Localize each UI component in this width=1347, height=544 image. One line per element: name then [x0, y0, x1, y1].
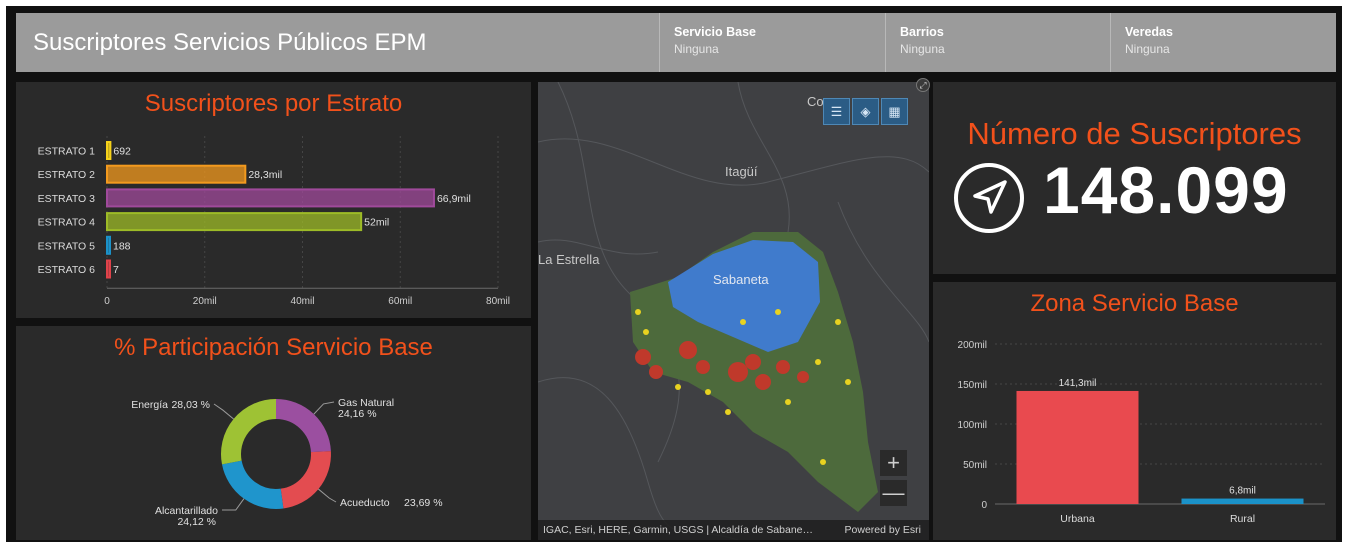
y-category-label: ESTRATO 2 [38, 169, 96, 181]
selector-barrios[interactable]: Barrios Ninguna [885, 13, 1110, 72]
bar-data-label: 28,3mil [248, 169, 282, 181]
slice-label: Energía [131, 399, 168, 411]
estrato-chart-panel: Suscriptores por Estrato 0 20mil 40mil 60mi… [16, 82, 531, 318]
legend-icon[interactable]: ☰ [823, 98, 850, 125]
bar [106, 141, 112, 160]
y-category-label: ESTRATO 3 [38, 193, 96, 205]
x-category-label: Urbana [1060, 513, 1095, 525]
bar-data-label: 6,8mil [1229, 486, 1256, 497]
basemap-gallery-icon[interactable]: ▦ [881, 98, 908, 125]
slice-leader-line [221, 498, 245, 511]
y-tick-label: 150mil [958, 380, 987, 391]
estrato-bar-chart: 0 20mil 40mil 60mil 80mil ESTRATO 1 692ESTRATO… [38, 136, 510, 307]
map-place-label: Itagüí [725, 164, 758, 179]
slice-leader-line [313, 401, 335, 415]
attribution-text: IGAC, Esri, HERE, Garmin, USGS | Alcaldí… [543, 524, 813, 536]
bar-data-label: 141,3mil [1059, 378, 1097, 389]
zona-chart-panel: Zona Servicio Base 0 50mil 100mil 150mil 200… [933, 282, 1336, 540]
y-tick-label: 200mil [958, 340, 987, 351]
x-category-label: Rural [1230, 513, 1255, 525]
donut-slice [280, 451, 331, 509]
slice-label: Gas Natural [338, 397, 394, 409]
layers-icon[interactable]: ◈ [852, 98, 879, 125]
bar-data-label: 692 [113, 146, 131, 158]
powered-by-esri: Powered by Esri [844, 524, 921, 536]
slice-percent-label: 24,12 % [177, 516, 216, 528]
y-category-label: ESTRATO 6 [38, 264, 96, 276]
fullscreen-icon[interactable]: ⤢ [916, 78, 930, 92]
selector-label: Veredas [1125, 25, 1173, 39]
selector-veredas[interactable]: Veredas Ninguna [1110, 13, 1335, 72]
bar [1016, 390, 1139, 504]
map-place-label: La Estrella [538, 252, 600, 267]
map-place-label: Co [807, 94, 824, 109]
selector-label: Servicio Base [674, 25, 756, 39]
donut-slice [221, 460, 284, 509]
participacion-chart-title: % Participación Servicio Base [114, 334, 433, 361]
y-tick-label: 0 [981, 500, 987, 511]
dashboard-title: Suscriptores Servicios Públicos EPM [33, 29, 427, 56]
x-tick-label: 80mil [486, 296, 510, 307]
map-canvas [538, 82, 929, 540]
y-tick-label: 50mil [963, 460, 987, 471]
slice-label: Acueducto [340, 497, 390, 509]
indicator-value: 148.099 [1043, 153, 1289, 227]
bar [1181, 498, 1304, 504]
slice-percent-label: 24,16 % [338, 408, 377, 420]
bar [106, 212, 363, 232]
x-tick-label: 0 [104, 296, 110, 307]
y-category-label: ESTRATO 4 [38, 217, 96, 229]
selector-value: Ninguna [900, 42, 945, 56]
selector-value: Ninguna [1125, 42, 1170, 56]
participacion-chart-panel: % Participación Servicio Base Gas Natura… [16, 326, 531, 540]
bar [106, 164, 247, 184]
slice-leader-line [213, 403, 234, 420]
slice-leader-line [318, 488, 337, 503]
indicator-panel: Número de Suscriptores 148.099 [933, 82, 1336, 274]
slice-percent-label: 28,03 % [171, 399, 210, 411]
indicator-title: Número de Suscriptores [967, 116, 1302, 151]
bar [106, 235, 111, 255]
x-tick-label: 20mil [193, 296, 217, 307]
bar-data-label: 52mil [364, 217, 389, 229]
donut-slice [275, 399, 331, 453]
slice-percent-label: 23,69 % [404, 497, 443, 509]
bar [106, 188, 435, 208]
bar [106, 259, 111, 279]
navigation-arrow-icon [954, 163, 1024, 233]
estrato-chart-title: Suscriptores por Estrato [144, 90, 403, 117]
donut-slice [221, 399, 277, 465]
selector-label: Barrios [900, 25, 944, 39]
zoom-in-button[interactable]: + [880, 450, 907, 476]
selector-servicio-base[interactable]: Servicio Base Ninguna [659, 13, 884, 72]
map-attribution: IGAC, Esri, HERE, Garmin, USGS | Alcaldí… [538, 520, 929, 540]
zoom-out-button[interactable]: — [880, 480, 907, 506]
y-category-label: ESTRATO 1 [38, 146, 96, 158]
map-place-label: Sabaneta [713, 272, 769, 287]
bar-data-label: 66,9mil [437, 193, 471, 205]
zona-chart-title: Zona Servicio Base [1030, 290, 1239, 317]
urban-area-shape [668, 240, 820, 352]
y-category-label: ESTRATO 5 [38, 240, 96, 252]
selector-value: Ninguna [674, 42, 719, 56]
x-tick-label: 60mil [388, 296, 412, 307]
y-tick-label: 100mil [958, 420, 987, 431]
bar-data-label: 188 [113, 240, 131, 252]
x-tick-label: 40mil [291, 296, 315, 307]
header-bar [16, 13, 1336, 72]
map-view[interactable]: Co Itagüí La Estrella Sabaneta ☰ ◈ ▦ + —… [538, 82, 929, 540]
bar-data-label: 7 [113, 264, 119, 276]
slice-label: Alcantarillado [155, 505, 218, 517]
